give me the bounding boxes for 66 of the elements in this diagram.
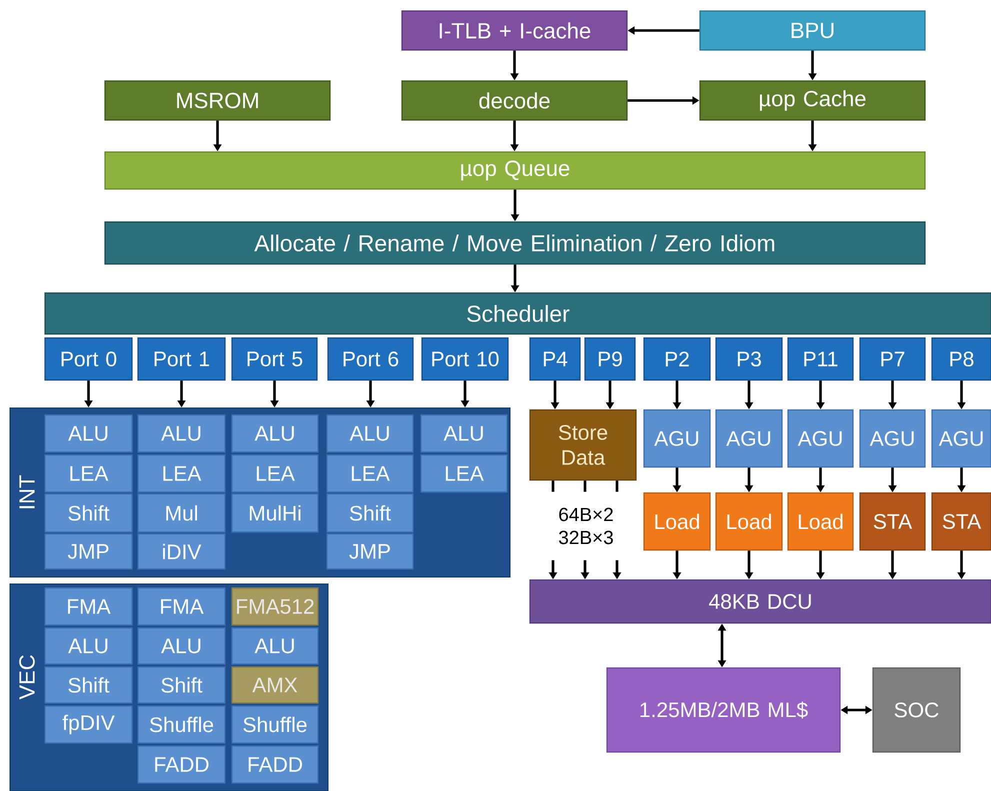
unit-box: STA — [931, 492, 991, 551]
unit-box: Store Data — [529, 409, 637, 481]
unit-box: ALU — [44, 627, 133, 665]
stage-box: MSROM — [104, 80, 331, 121]
cache-box: 1.25MB/2MB ML$ — [606, 667, 841, 753]
unit-box: iDIV — [137, 533, 226, 570]
unit-box: Load — [643, 492, 711, 551]
stage-box: µop Cache — [699, 80, 926, 121]
unit-box: ALU — [44, 414, 133, 453]
port-box: Port 10 — [421, 337, 509, 381]
port-box: Port 1 — [137, 337, 226, 381]
port-box: Port 5 — [231, 337, 318, 381]
port-box: P9 — [584, 337, 636, 381]
unit-box: ALU — [420, 414, 508, 453]
port-box: P4 — [529, 337, 581, 381]
stage-box: I-TLB + I-cache — [401, 10, 628, 51]
stage-bar: Allocate / Rename / Move Elimination / Zero Idiom — [104, 221, 926, 265]
unit-box: AGU — [643, 409, 711, 468]
unit-box: ALU — [231, 414, 319, 453]
unit-box: Shift — [44, 493, 133, 533]
unit-box: LEA — [326, 454, 414, 493]
unit-box: Shuffle — [231, 705, 319, 744]
unit-box: Shuffle — [137, 705, 226, 744]
queue-bar: µop Queue — [104, 151, 926, 190]
unit-box: FMA — [137, 587, 226, 626]
unit-box: ALU — [326, 414, 414, 453]
scheduler-bar: Scheduler — [44, 292, 991, 335]
unit-box: Mul — [137, 493, 226, 533]
unit-box: LEA — [44, 454, 133, 493]
unit-box: LEA — [137, 454, 226, 493]
unit-box: FMA512 — [231, 587, 319, 626]
unit-box: ALU — [231, 627, 319, 665]
unit-box: Shift — [44, 666, 133, 704]
unit-box: Shift — [326, 493, 414, 533]
unit-box: AGU — [931, 409, 991, 468]
unit-box: Load — [787, 492, 854, 551]
unit-box: AGU — [787, 409, 854, 468]
unit-box: JMP — [326, 533, 414, 570]
port-box: P3 — [715, 337, 783, 381]
unit-box: AGU — [715, 409, 783, 468]
unit-box: FMA — [44, 587, 133, 626]
cache-bar: 48KB DCU — [529, 579, 991, 624]
stage-box: decode — [401, 80, 628, 121]
unit-box: AGU — [859, 409, 926, 468]
port-box: P7 — [859, 337, 926, 381]
unit-box: LEA — [420, 454, 508, 493]
port-box: P2 — [643, 337, 711, 381]
bandwidth-label: 64B×2 32B×3 — [559, 508, 613, 544]
unit-box: STA — [859, 492, 926, 551]
unit-box: AMX — [231, 666, 319, 704]
stage-box: BPU — [699, 10, 926, 51]
port-box: Port 0 — [44, 337, 133, 381]
unit-box: Load — [715, 492, 783, 551]
port-box: P11 — [787, 337, 854, 381]
unit-box: ALU — [137, 414, 226, 453]
unit-box: FADD — [231, 745, 319, 784]
unit-box: JMP — [44, 533, 133, 570]
unit-box: Shift — [137, 666, 226, 704]
unit-box: ALU — [137, 627, 226, 665]
soc-box: SOC — [872, 667, 961, 753]
unit-box: LEA — [231, 454, 319, 493]
unit-box: FADD — [137, 745, 226, 784]
unit-box: MulHi — [231, 493, 319, 533]
port-box: Port 6 — [327, 337, 414, 381]
unit-box: fpDIV — [44, 705, 133, 744]
port-box: P8 — [931, 337, 991, 381]
